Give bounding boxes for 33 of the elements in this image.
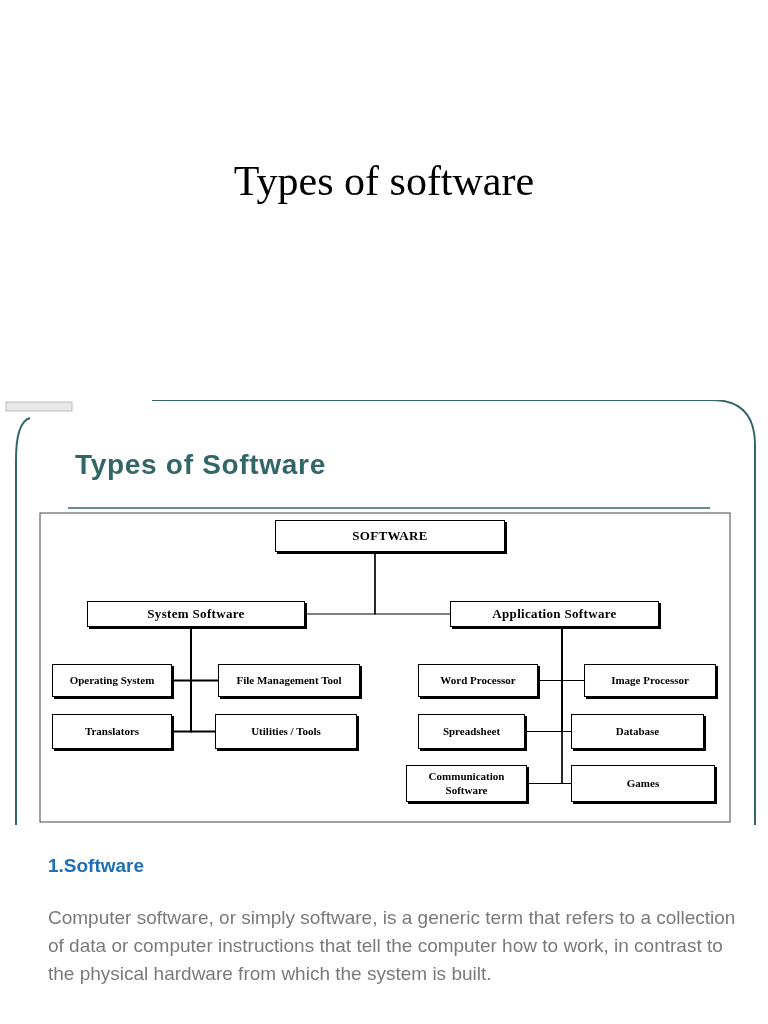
- category-box: [571, 714, 704, 749]
- box-label: Application Software: [492, 605, 617, 623]
- box-label: Database: [615, 724, 660, 739]
- category-box: [215, 714, 357, 749]
- category-box: [87, 601, 305, 627]
- box-label: Image Processor: [611, 673, 689, 688]
- category-box: [406, 765, 527, 802]
- box-label: SOFTWARE: [352, 527, 428, 545]
- box-label: System Software: [147, 605, 245, 623]
- category-box: [52, 714, 172, 749]
- box-label: Games: [626, 776, 660, 791]
- connector-line: [561, 626, 572, 785]
- slide-heading: Types of Software: [75, 448, 326, 482]
- category-box: [218, 664, 360, 697]
- category-box: [571, 765, 715, 802]
- box-label: Utilities / Tools: [251, 724, 321, 739]
- category-box: [275, 520, 505, 552]
- box-label: Operating System: [69, 673, 155, 688]
- box-label: Spreadsheet: [442, 724, 501, 739]
- section-heading: 1.Software: [48, 854, 145, 878]
- box-label: Communication Software: [427, 769, 506, 798]
- connector-line: [374, 551, 451, 615]
- box-label: Word Processor: [440, 673, 516, 688]
- body-paragraph: Computer software, or simply software, is a generic term that refers to a collection of data or computer instructions that tell the computer how to work, in contrast to the physical hardware from which the system is built.: [48, 906, 737, 986]
- page-title: Types of software: [232, 157, 536, 206]
- category-box: [52, 664, 172, 697]
- category-box: [418, 664, 538, 697]
- box-label: Translators: [84, 724, 140, 739]
- box-label: File Management Tool: [236, 673, 342, 688]
- category-box: [584, 664, 716, 697]
- category-box: [418, 714, 525, 749]
- category-box: [450, 601, 659, 627]
- connector-line: [190, 626, 216, 733]
